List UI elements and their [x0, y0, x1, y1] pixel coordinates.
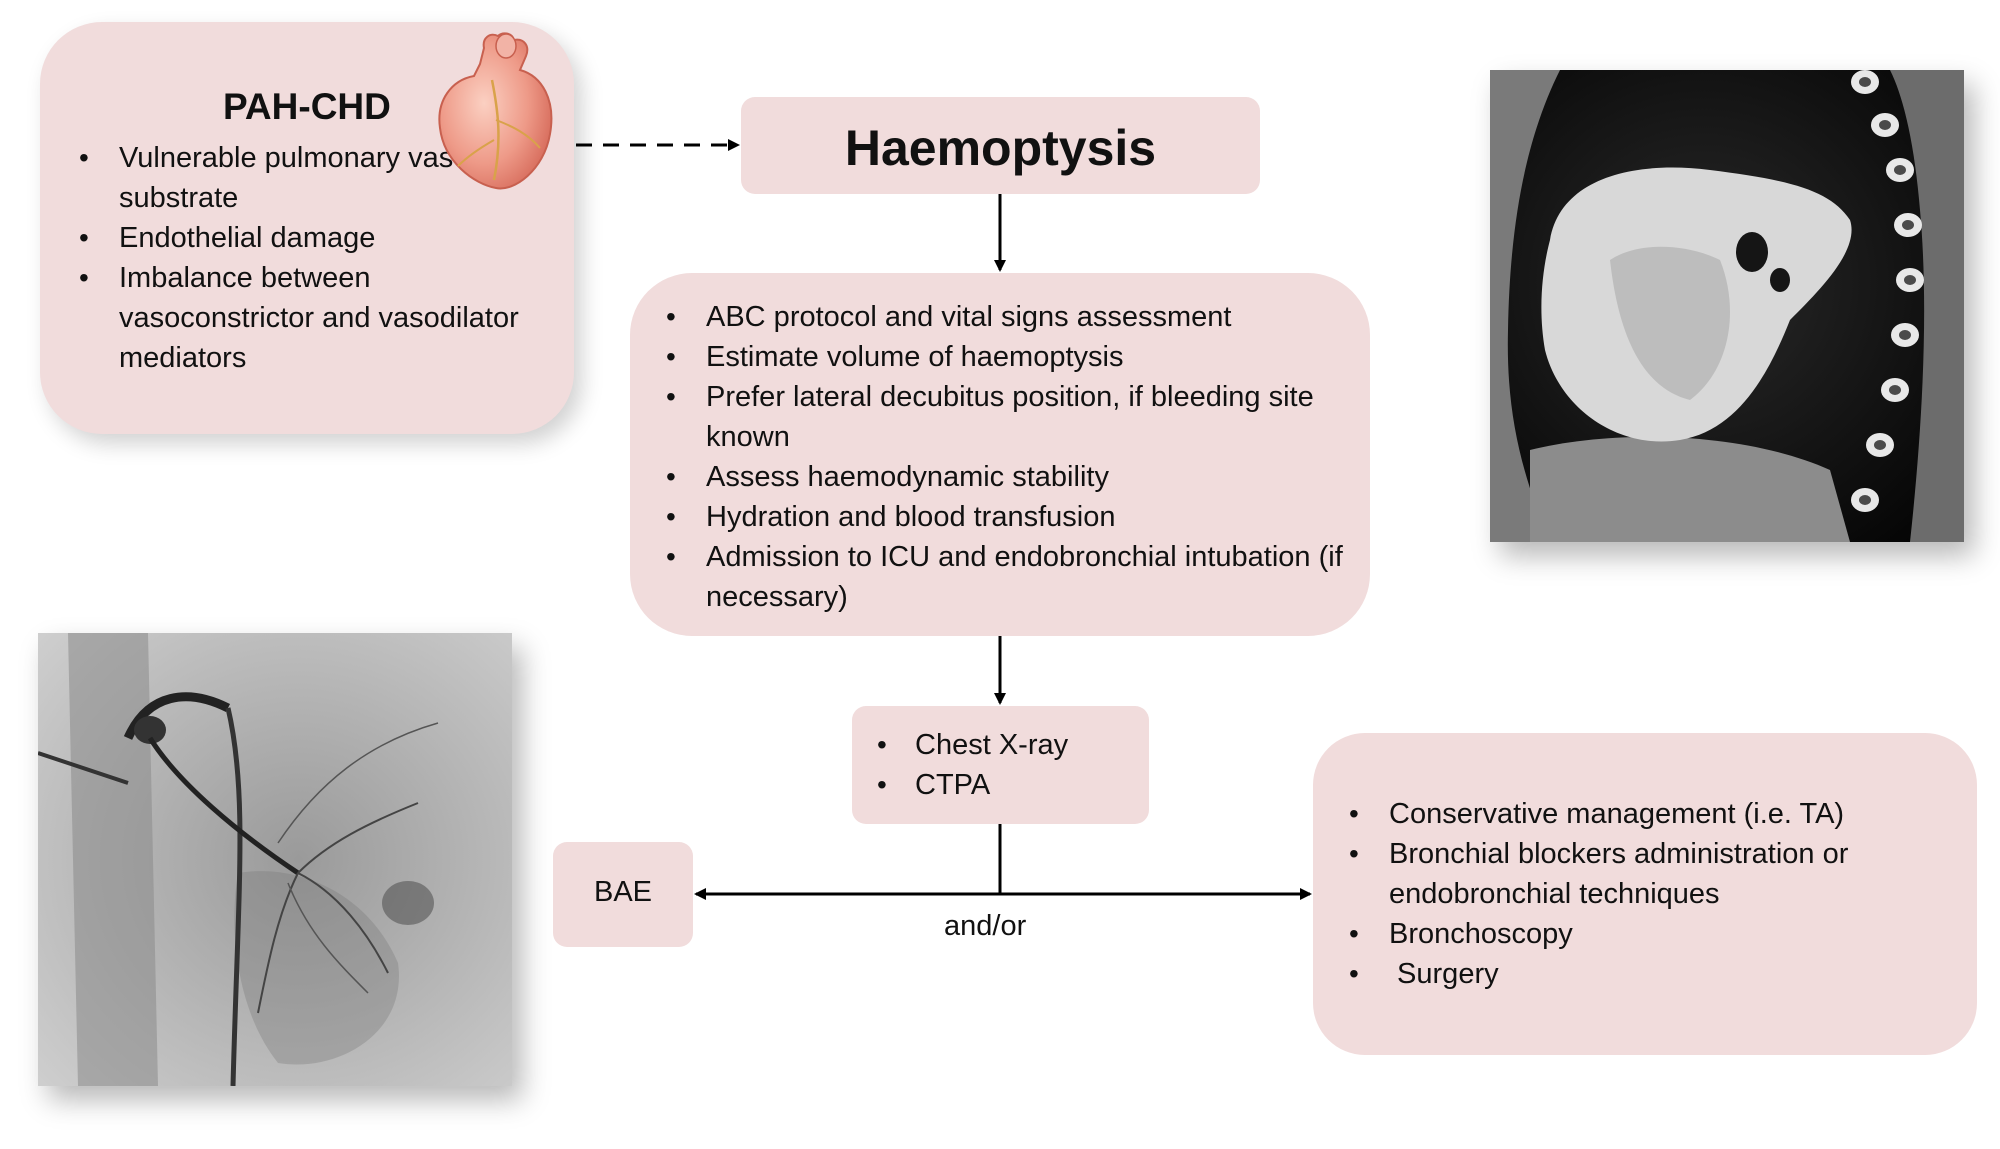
and-or-label: and/or [944, 910, 1027, 942]
list-item: ABC protocol and vital signs assessment [666, 297, 1346, 337]
initial-management-box: ABC protocol and vital signs assessment … [630, 273, 1370, 636]
list-item: Surgery [1349, 954, 1959, 994]
list-item: Estimate volume of haemoptysis [666, 337, 1346, 377]
management-options-box: Conservative management (i.e. TA) Bronch… [1313, 733, 1977, 1055]
list-item: Hydration and blood transfusion [666, 497, 1346, 537]
initial-management-list: ABC protocol and vital signs assessment … [666, 297, 1346, 617]
angiography-image [38, 633, 512, 1086]
list-item: Assess haemodynamic stability [666, 457, 1346, 497]
bae-label: BAE [593, 876, 653, 908]
list-item: Endothelial damage [79, 218, 549, 258]
list-item: Prefer lateral decubitus position, if bl… [666, 377, 1346, 457]
haemoptysis-box: Haemoptysis [741, 97, 1260, 194]
list-item: Vulnerable pulmonary vascular substrate [79, 138, 549, 218]
list-item: Admission to ICU and endobronchial intub… [666, 537, 1346, 617]
list-item: Bronchoscopy [1349, 914, 1959, 954]
pah-chd-list: Vulnerable pulmonary vascular substrate … [79, 138, 549, 378]
management-options-list: Conservative management (i.e. TA) Bronch… [1349, 794, 1959, 994]
heart-icon [438, 32, 553, 190]
list-item: Bronchial blockers administration or end… [1349, 834, 1959, 914]
list-item: Conservative management (i.e. TA) [1349, 794, 1959, 834]
pah-chd-box: PAH-CHD Vulnerable pulmonary vascular su… [40, 22, 574, 434]
imaging-list: Chest X-ray CTPA [877, 725, 1068, 805]
haemoptysis-title: Haemoptysis [844, 120, 1157, 176]
list-item: CTPA [877, 765, 1068, 805]
bae-box: BAE [553, 842, 693, 947]
list-item: Imbalance between vasoconstrictor and va… [79, 258, 549, 378]
ct-scan-image [1490, 70, 1964, 542]
imaging-box: Chest X-ray CTPA [852, 706, 1149, 824]
list-item: Chest X-ray [877, 725, 1068, 765]
pah-chd-title: PAH-CHD [223, 86, 391, 127]
